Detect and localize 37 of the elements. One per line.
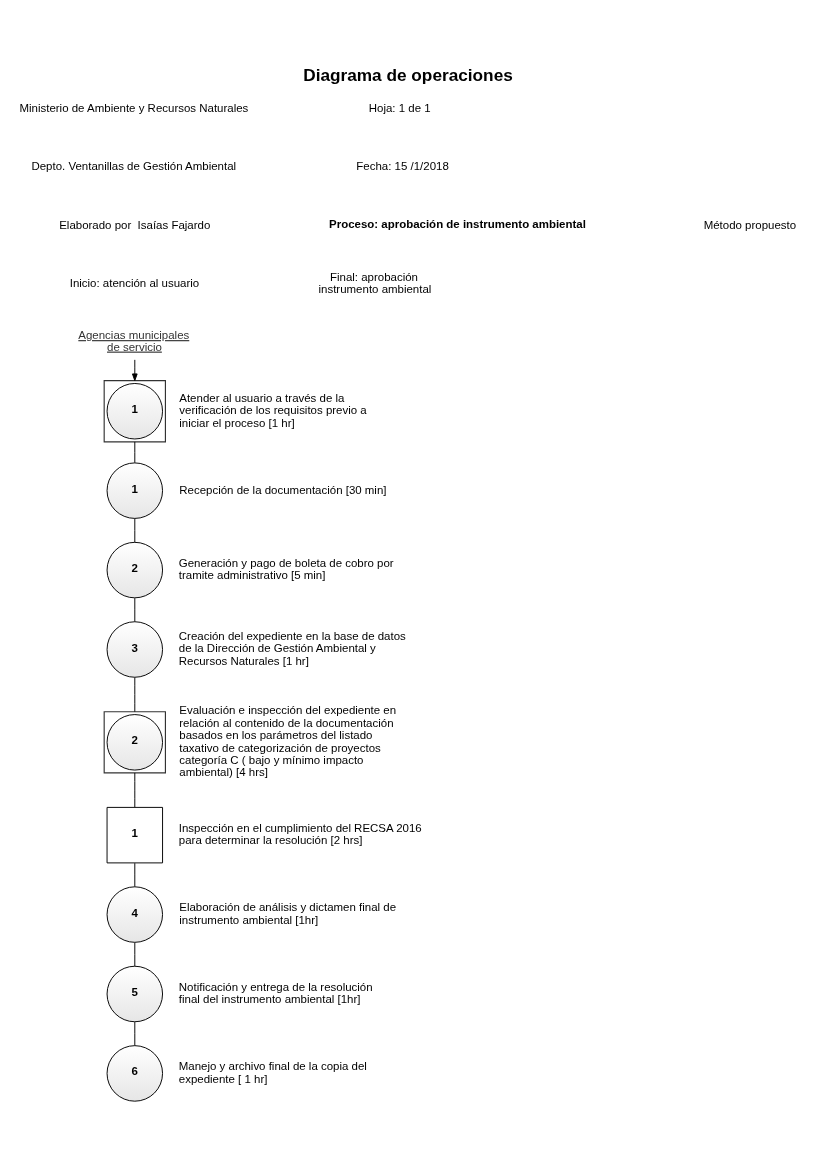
node-circle: 3 [106, 621, 164, 678]
node-label: Elaboración de análisis y dictamen final de instrumento ambiental [1hr] [179, 901, 397, 926]
node-label: Atender al usuario a través de la verificación de los requisitos previo a iniciar el proceso [1 hr] [179, 391, 367, 429]
node-text: Agencias municipales de servicio [78, 329, 190, 353]
node-label: Creación del expediente en la base de datos de la Dirección de Gestión Ambiental y Recursos Naturales [1 hr] [178, 630, 406, 667]
diagram-title: Diagrama de operaciones [303, 65, 513, 86]
label: Final: aprobación instrumento ambiental [318, 270, 432, 296]
node-label: Generación y pago de boleta de cobro por tramite administrativo [5 min] [178, 556, 394, 582]
connector [134, 862, 136, 888]
node-circle: 1 [106, 462, 164, 519]
node-label: Inspección en el cumplimiento del RECSA 2016 para determinar la resolución [2 hrs] [178, 821, 422, 847]
label: Método propuesto [703, 218, 797, 231]
node-label: Manejo y archivo final de la copia del expediente [ 1 hr] [178, 1060, 367, 1085]
node-label: Notificación y entrega de la resolución final del instrumento ambiental [1hr] [178, 980, 373, 1006]
node-circle: 2 [106, 714, 164, 771]
connector [134, 597, 136, 623]
node-circle: 5 [106, 965, 164, 1023]
label: Hoja: 1 de 1 [368, 101, 431, 114]
connector [134, 942, 136, 967]
node-label: Evaluación e inspección del expediente en relación al contenido de la documentación basados en los parámetros del listado taxativo de categorización de proyectos categoría C ( bajo y mínimo impacto ambiental) [4 hrs] [179, 704, 397, 779]
connector [134, 441, 136, 464]
connector [134, 772, 136, 808]
label: Ministerio de Ambiente y Recursos Naturales [19, 101, 249, 114]
node-box: 1 [106, 806, 164, 864]
label: Elaborado por Isaías Fajardo [59, 218, 211, 231]
node-circle: 6 [106, 1045, 164, 1102]
connector [134, 518, 136, 543]
node-circle: 1 [106, 383, 164, 440]
label: Depto. Ventanillas de Gestión Ambiental [31, 160, 237, 173]
label: Inicio: atención al usuario [69, 276, 200, 289]
label: Proceso: aprobación de instrumento ambiental [329, 217, 586, 230]
node-circle: 2 [106, 541, 164, 599]
node-label: Recepción de la documentación [30 min] [179, 483, 387, 496]
connector [134, 1021, 136, 1046]
label: Fecha: 15 /1/2018 [356, 160, 449, 173]
connector [134, 677, 136, 713]
node-circle: 4 [106, 886, 164, 943]
